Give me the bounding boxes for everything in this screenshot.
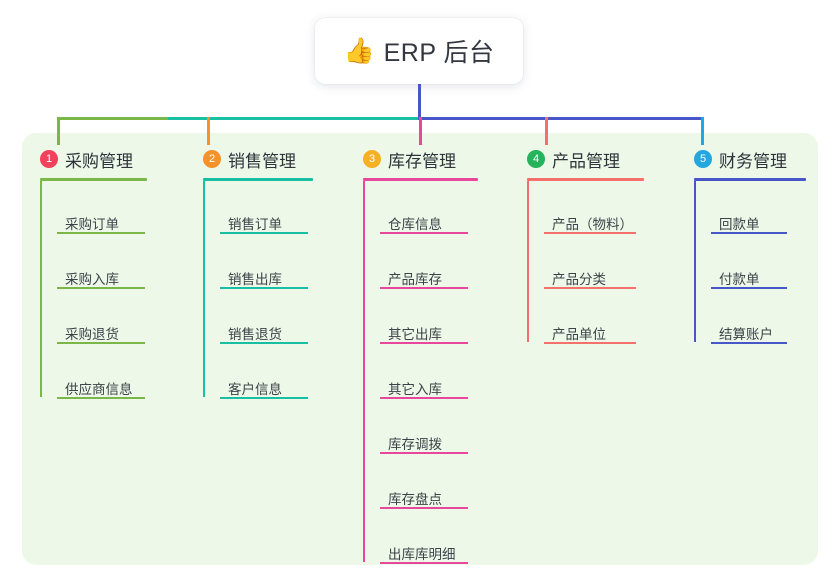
leaf-rule	[380, 507, 468, 509]
column-badge-4: 4	[527, 150, 545, 168]
column-3: 3 库存管理仓库信息产品库存其它出库其它入库库存调拨库存盘点出库库明细	[363, 140, 478, 564]
leaf-rule	[711, 342, 787, 344]
leaf-rule	[57, 232, 145, 234]
column-trunk-1	[40, 181, 42, 397]
column-trunk-4	[527, 181, 529, 342]
leaf-rule	[220, 397, 308, 399]
column-badge-1: 1	[40, 150, 58, 168]
bus-segment-green	[57, 117, 168, 120]
leaf-item[interactable]: 其它出库	[388, 327, 442, 342]
leaf-rule	[220, 287, 308, 289]
leaf-item[interactable]: 产品（物料）	[552, 217, 633, 232]
column-4: 4 产品管理产品（物料） 产品分类产品单位	[527, 140, 644, 344]
leaf-item[interactable]: 仓库信息	[388, 217, 442, 232]
root-title: ERP 后台	[383, 39, 495, 67]
column-connector-stub-3	[419, 117, 422, 145]
column-title-1: 采购管理	[65, 151, 133, 171]
leaf-item[interactable]: 产品单位	[552, 327, 606, 342]
leaf-item[interactable]: 销售订单	[228, 217, 282, 232]
leaf-rule	[380, 287, 468, 289]
column-title-5: 财务管理	[719, 151, 787, 171]
column-trunk-2	[203, 181, 205, 397]
column-badge-3: 3	[363, 150, 381, 168]
column-badge-2: 2	[203, 150, 221, 168]
column-1: 1 采购管理采购订单采购入库采购退货供应商信息	[40, 140, 147, 399]
leaf-rule	[380, 342, 468, 344]
column-title-4: 产品管理	[552, 151, 620, 171]
diagram-panel	[22, 133, 818, 565]
column-header-5[interactable]: 5 财务管理	[694, 140, 806, 178]
column-connector-stub-5	[701, 117, 704, 145]
thumbs-up-icon: 👍	[343, 36, 375, 65]
leaf-item[interactable]: 采购订单	[65, 217, 119, 232]
leaf-item[interactable]: 结算账户	[719, 327, 773, 342]
leaf-rule	[380, 232, 468, 234]
leaf-item[interactable]: 回款单	[719, 217, 760, 232]
column-rule-5	[694, 178, 806, 181]
column-title-2: 销售管理	[228, 151, 296, 171]
column-header-1[interactable]: 1 采购管理	[40, 140, 147, 178]
leaf-item[interactable]: 销售退货	[228, 327, 282, 342]
leaf-rule	[711, 232, 787, 234]
column-title-3: 库存管理	[388, 151, 456, 171]
column-connector-stub-1	[57, 117, 60, 145]
leaf-rule	[57, 342, 145, 344]
leaf-item[interactable]: 采购退货	[65, 327, 119, 342]
column-connector-stub-2	[207, 117, 210, 145]
leaf-rule	[711, 287, 787, 289]
leaf-rule	[220, 232, 308, 234]
leaf-item[interactable]: 库存盘点	[388, 492, 442, 507]
column-header-3[interactable]: 3 库存管理	[363, 140, 478, 178]
leaf-rule	[57, 397, 145, 399]
leaf-rule	[380, 397, 468, 399]
leaf-item[interactable]: 供应商信息	[65, 382, 133, 397]
bus-segment-teal	[168, 117, 418, 120]
leaf-item[interactable]: 产品库存	[388, 272, 442, 287]
column-trunk-3	[363, 181, 365, 562]
leaf-item[interactable]: 付款单	[719, 272, 760, 287]
column-rule-3	[363, 178, 478, 181]
column-2: 2 销售管理销售订单销售出库销售退货客户信息	[203, 140, 313, 399]
leaf-rule	[380, 562, 468, 564]
column-rule-4	[527, 178, 644, 181]
column-header-2[interactable]: 2 销售管理	[203, 140, 313, 178]
leaf-rule	[380, 452, 468, 454]
root-node[interactable]: 👍 ERP 后台	[315, 18, 523, 84]
column-badge-5: 5	[694, 150, 712, 168]
leaf-item[interactable]: 客户信息	[228, 382, 282, 397]
leaf-item[interactable]: 库存调拨	[388, 437, 442, 452]
leaf-rule	[544, 287, 636, 289]
leaf-item[interactable]: 采购入库	[65, 272, 119, 287]
leaf-item[interactable]: 出库库明细	[388, 547, 456, 562]
column-5: 5 财务管理回款单付款单结算账户	[694, 140, 806, 344]
leaf-rule	[220, 342, 308, 344]
column-connector-stub-4	[545, 117, 548, 145]
bus-segment-blue	[418, 117, 701, 120]
leaf-rule	[57, 287, 145, 289]
column-rule-1	[40, 178, 147, 181]
leaf-item[interactable]: 销售出库	[228, 272, 282, 287]
root-connector-line	[418, 84, 421, 117]
column-rule-2	[203, 178, 313, 181]
leaf-rule	[544, 342, 636, 344]
leaf-rule	[544, 232, 636, 234]
column-header-4[interactable]: 4 产品管理	[527, 140, 644, 178]
leaf-item[interactable]: 产品分类	[552, 272, 606, 287]
column-trunk-5	[694, 181, 696, 342]
leaf-item[interactable]: 其它入库	[388, 382, 442, 397]
